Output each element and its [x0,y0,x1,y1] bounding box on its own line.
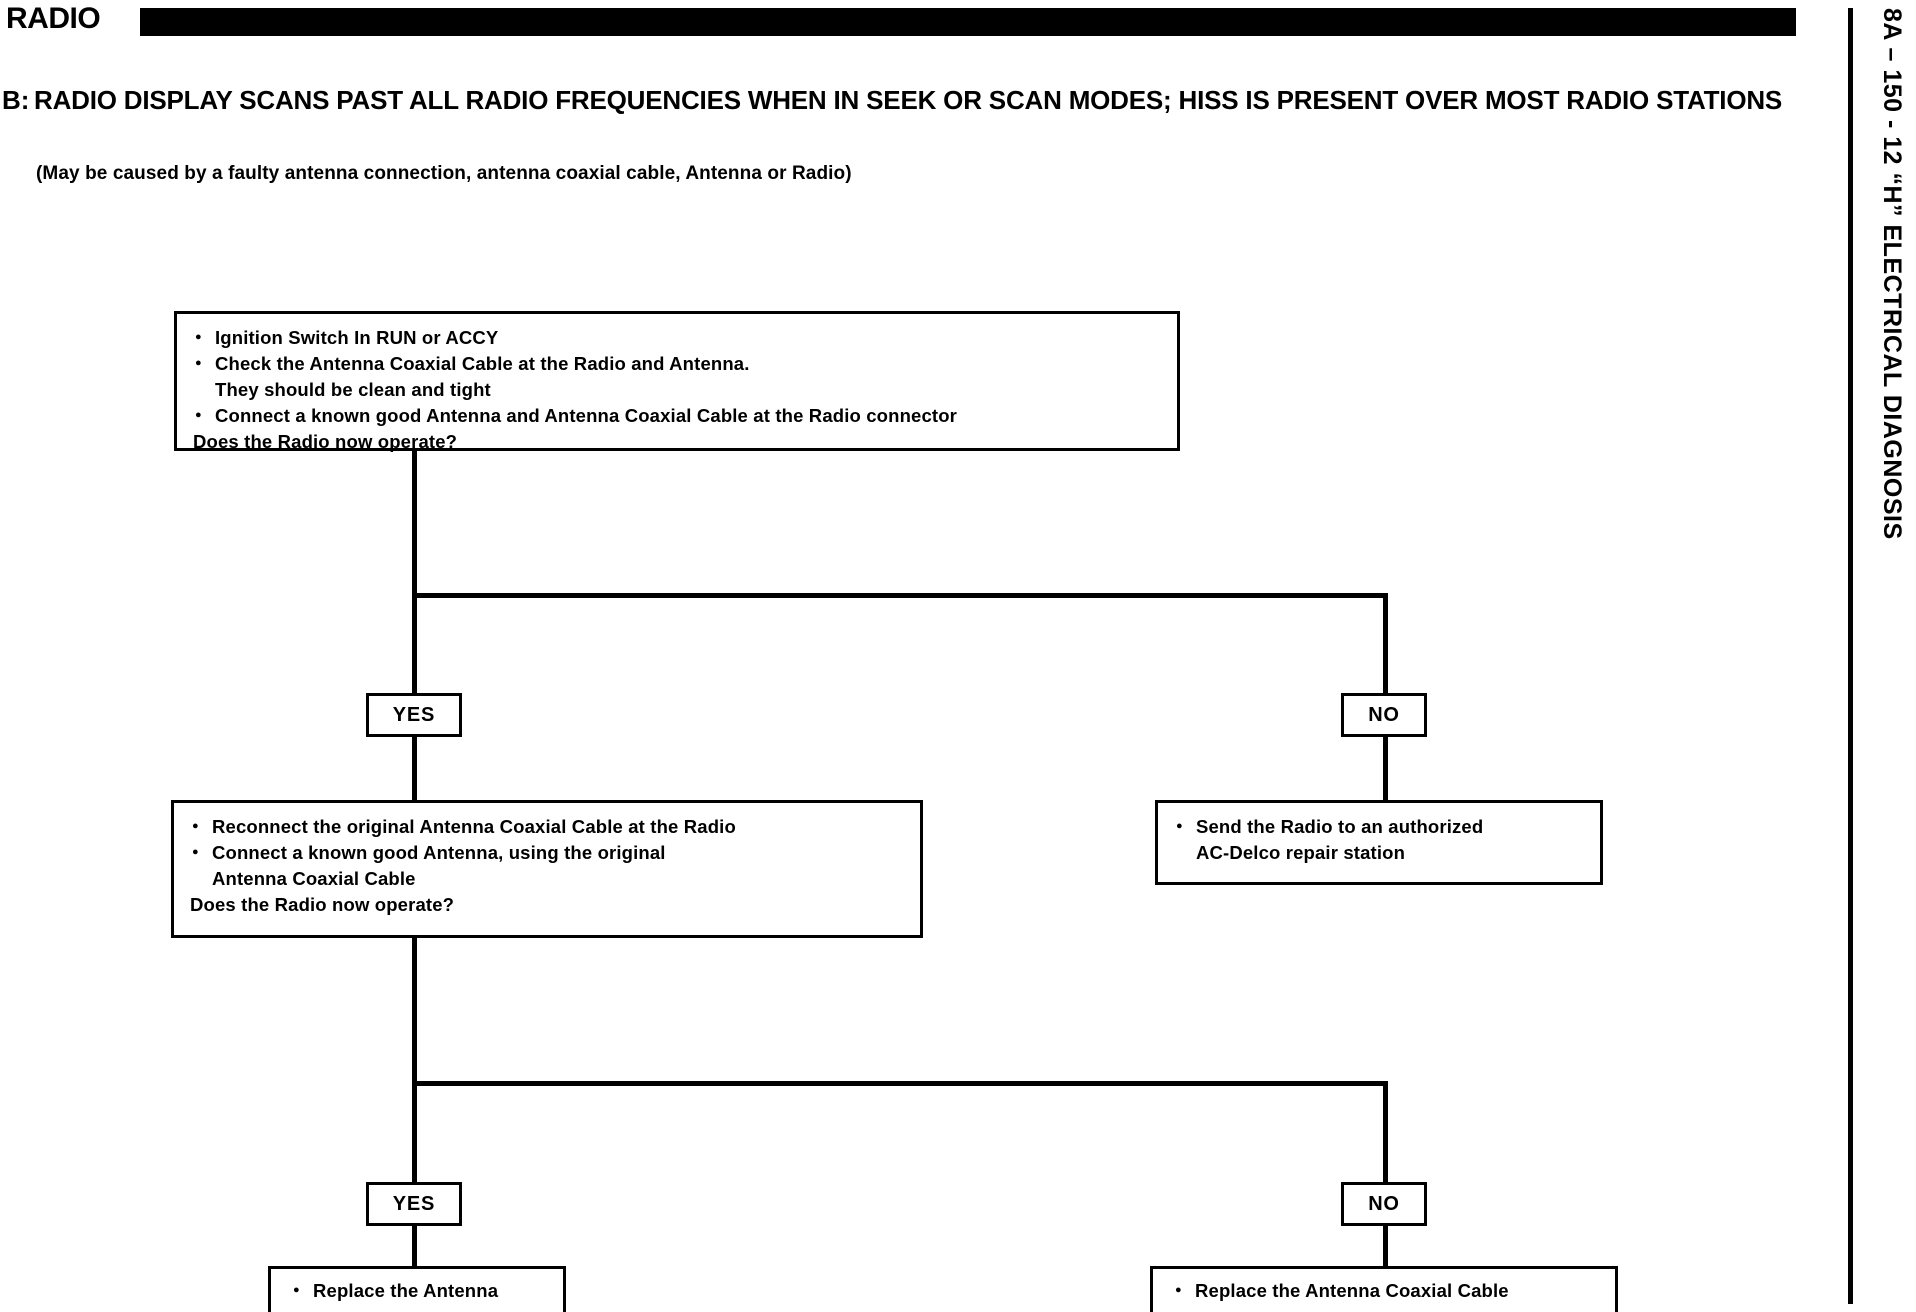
page-title: RADIO [6,2,101,35]
step1-line-1: Ignition Switch In RUN or ACCY [193,324,1169,351]
side-tab-label: 8A – 150 - 12 “H” ELECTRICAL DIAGNOSIS [1878,8,1906,540]
decision-yes-1[interactable]: YES [366,693,462,737]
step2-line-1: Reconnect the original Antenna Coaxial C… [190,813,912,840]
connector-yes1-to-step2 [412,735,417,803]
connector-branch2-no-down [1383,1081,1388,1185]
connector-branch1-split [412,593,1388,598]
problem-statement: RADIO DISPLAY SCANS PAST ALL RADIO FREQU… [34,85,1783,115]
step1-line-3: They should be clean and tight [215,379,491,400]
flow-box-replace-cable: Replace the Antenna Coaxial Cable [1150,1266,1618,1312]
replace-cable-line: Replace the Antenna Coaxial Cable [1173,1277,1607,1304]
step1-question: Does the Radio now operate? [193,431,458,452]
step2-question: Does the Radio now operate? [190,894,455,915]
connector-step1-down [412,451,417,598]
header-rule-bar [140,8,1796,36]
send-radio-line-2: AC-Delco repair station [1196,842,1406,863]
problem-cause-note: (May be caused by a faulty antenna conne… [36,163,852,184]
decision-no-2[interactable]: NO [1341,1182,1427,1226]
step2-line-2: Connect a known good Antenna, using the … [190,839,912,866]
problem-letter: B: [2,85,30,115]
decision-yes-2[interactable]: YES [366,1182,462,1226]
decision-no-1[interactable]: NO [1341,693,1427,737]
connector-step2-down [412,938,417,1086]
step2-line-3: Antenna Coaxial Cable [212,868,416,889]
connector-no1-to-send-radio [1383,735,1388,803]
flow-box-step2: Reconnect the original Antenna Coaxial C… [171,800,923,938]
send-radio-line-1: Send the Radio to an authorized [1174,813,1592,840]
replace-antenna-line: Replace the Antenna [291,1277,555,1304]
step1-line-4: Connect a known good Antenna and Antenna… [193,402,1169,429]
connector-yes2-to-replace-antenna [412,1224,417,1270]
connector-no2-to-replace-cable [1383,1224,1388,1270]
side-tab: 8A – 150 - 12 “H” ELECTRICAL DIAGNOSIS [1862,8,1912,708]
flow-box-send-radio: Send the Radio to an authorized AC-Delco… [1155,800,1603,885]
flow-box-replace-antenna: Replace the Antenna [268,1266,566,1312]
flow-box-step1: Ignition Switch In RUN or ACCY Check the… [174,311,1180,452]
connector-branch2-yes-down [412,1081,417,1185]
right-margin-rule [1848,8,1853,1304]
connector-branch2-split [412,1081,1388,1086]
connector-branch1-yes-down [412,593,417,696]
connector-branch1-no-down [1383,593,1388,696]
step1-line-2: Check the Antenna Coaxial Cable at the R… [193,350,1169,377]
